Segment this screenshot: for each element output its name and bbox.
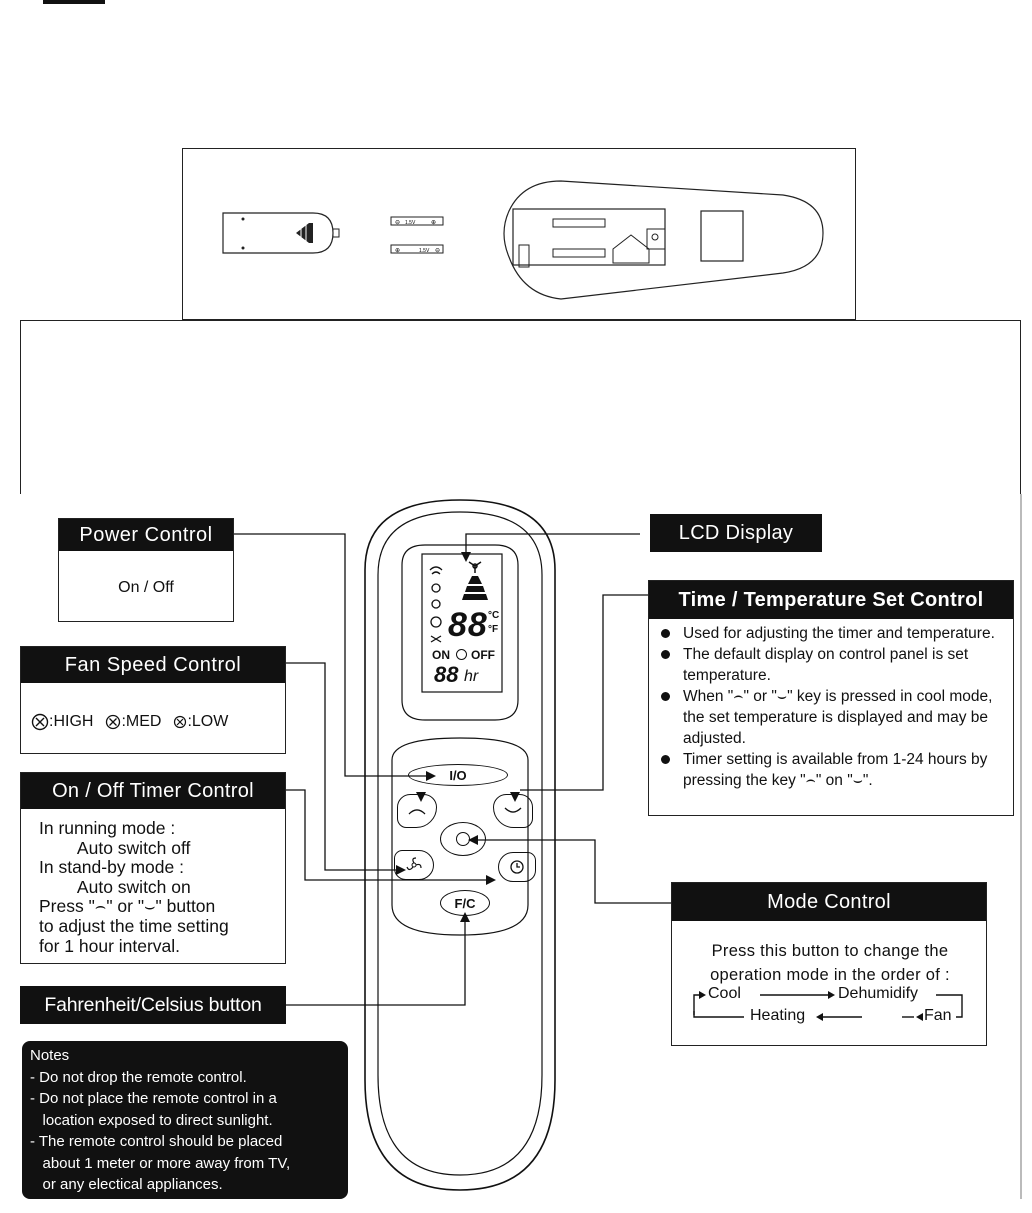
lcd-content: 88 °C °F ON OFF 88 hr — [424, 556, 502, 690]
fc-button[interactable]: F/C — [440, 890, 490, 916]
svg-text:⊖: ⊖ — [395, 220, 400, 226]
temp-down-button[interactable] — [493, 794, 533, 828]
power-control-body: On / Off — [118, 579, 174, 596]
sun-icon — [430, 616, 442, 628]
lcd-clock-icon — [456, 649, 467, 660]
timer-title: On / Off Timer Control — [21, 773, 285, 809]
remote-inner-casing — [377, 511, 543, 1176]
fan-speed-options: :HIGH :MED :LOW — [31, 713, 228, 731]
timer-line: In running mode : — [39, 818, 176, 838]
time-temp-bullet: The default display on control panel is … — [659, 644, 999, 686]
battery-install-illustration: ⊖ 1.5V ⊕ ⊕ 1.5V ⊖ — [222, 180, 824, 300]
right-edge-line — [1020, 494, 1022, 1199]
fahrenheit-celsius-title: Fahrenheit/Celsius button — [20, 986, 286, 1024]
corner-mark — [43, 0, 105, 4]
time-temp-bullet: Used for adjusting the timer and tempera… — [659, 623, 999, 644]
remote-outer-casing — [364, 499, 556, 1191]
remote-back-illustration — [503, 180, 824, 300]
fan-speed-title: Fan Speed Control — [21, 647, 285, 683]
timer-button[interactable] — [498, 852, 536, 882]
notes-line: - Do not drop the remote control. — [30, 1068, 247, 1086]
timer-callout: On / Off Timer Control In running mode :… — [20, 772, 286, 964]
fan-med-icon — [106, 714, 121, 730]
notes-line: - Do not place the remote control in a — [30, 1090, 277, 1107]
blank-info-panel — [20, 320, 1021, 494]
lcd-off-label: OFF — [471, 648, 495, 662]
mode-control-body: Press this button to change the operatio… — [710, 942, 950, 984]
power-control-title: Power Control — [59, 519, 233, 551]
button-panel-outline — [391, 737, 529, 936]
notes-line: or any electical appliances. — [30, 1176, 223, 1193]
svg-text:1.5V: 1.5V — [405, 220, 416, 226]
mode-control-title: Mode Control — [672, 883, 986, 921]
mode-cycle-dehumidify: Dehumidify — [838, 985, 919, 1002]
fc-button-label: F/C — [454, 895, 476, 911]
timer-line: Auto switch off — [39, 837, 191, 858]
mode-button[interactable] — [440, 822, 486, 856]
lcd-window-outline — [401, 544, 519, 721]
battery-cover-illustration — [222, 212, 340, 254]
lcd-on-label: ON — [432, 648, 450, 662]
svg-text:⊖: ⊖ — [435, 248, 440, 254]
temp-up-button[interactable] — [397, 794, 437, 828]
fan-level-icon — [462, 576, 488, 600]
loose-batteries-illustration: ⊖ 1.5V ⊕ ⊕ 1.5V ⊖ — [390, 216, 444, 254]
time-temp-callout: Time / Temperature Set Control Used for … — [648, 580, 1014, 816]
mode-cycle-heating: Heating — [750, 1007, 806, 1024]
lcd-fahrenheit-unit: °F — [488, 624, 499, 635]
battery-illustration-panel: ⊖ 1.5V ⊕ ⊕ 1.5V ⊖ — [182, 148, 856, 320]
svg-text:⊕: ⊕ — [431, 220, 436, 226]
timer-line: to adjust the time setting — [39, 915, 229, 936]
svg-text:⊕: ⊕ — [395, 248, 400, 254]
lcd-celsius-unit: °C — [488, 610, 500, 621]
fan-speed-button[interactable] — [394, 850, 434, 880]
fan-med-label: :MED — [121, 713, 162, 730]
fan-mode-icon — [430, 635, 442, 643]
lcd-icons — [429, 561, 488, 643]
fan-low-label: :LOW — [187, 713, 229, 730]
fan-high-label: :HIGH — [49, 713, 94, 730]
down-arrow-icon — [504, 807, 522, 813]
mode-cycle-diagram — [693, 991, 963, 1021]
notes-title: Notes — [30, 1047, 70, 1064]
fan-high-icon — [31, 713, 49, 731]
timer-line: for 1 hour interval. — [39, 935, 181, 956]
lcd-temp-digits: 88 — [448, 606, 488, 644]
power-control-callout: Power Control On / Off — [58, 518, 234, 622]
time-temp-bullet: Timer setting is available from 1-24 hou… — [659, 749, 999, 791]
timer-line: Press "⌢" or "⌣" button — [39, 896, 216, 917]
time-temp-bullet: When "⌢" or "⌣" key is pressed in cool m… — [659, 686, 999, 749]
time-temp-title: Time / Temperature Set Control — [649, 581, 1013, 619]
callout-lines — [233, 533, 672, 1006]
timer-line: In stand-by mode : — [39, 857, 184, 878]
up-arrow-icon — [408, 809, 426, 815]
dry-icon — [431, 599, 441, 609]
timer-line: Auto switch on — [39, 876, 191, 897]
mode-circle-icon — [456, 832, 470, 846]
power-button-label: I/O — [449, 767, 467, 783]
power-button[interactable]: I/O — [408, 764, 508, 786]
fan-top-icon — [468, 561, 482, 573]
clock-icon — [510, 860, 524, 874]
lcd-display-title: LCD Display — [650, 514, 822, 552]
notes-line: about 1 meter or more away from TV, — [30, 1154, 291, 1172]
mode-cycle-cool: Cool — [708, 985, 741, 1002]
fan-speed-callout: Fan Speed Control :HIGH :MED :LOW — [20, 646, 286, 754]
timer-body: In running mode : Auto switch off In sta… — [39, 818, 229, 956]
fan-icon — [406, 857, 422, 871]
lcd-hr-label: hr — [464, 668, 479, 685]
mode-control-callout: Mode Control Press this button to change… — [671, 882, 987, 1046]
svg-text:1.5V: 1.5V — [419, 248, 430, 254]
mode-cycle-fan: Fan — [924, 1007, 952, 1024]
fan-low-icon — [174, 715, 187, 729]
notes-line: location exposed to direct sunlight. — [30, 1111, 273, 1129]
lcd-hours-digits: 88 — [434, 662, 459, 687]
time-temp-bullets: Used for adjusting the timer and tempera… — [659, 623, 999, 791]
cool-icon — [431, 583, 441, 593]
notes-line: - The remote control should be placed — [30, 1133, 283, 1150]
notes-box: Notes - Do not drop the remote control. … — [22, 1041, 348, 1199]
signal-icon — [429, 566, 443, 571]
